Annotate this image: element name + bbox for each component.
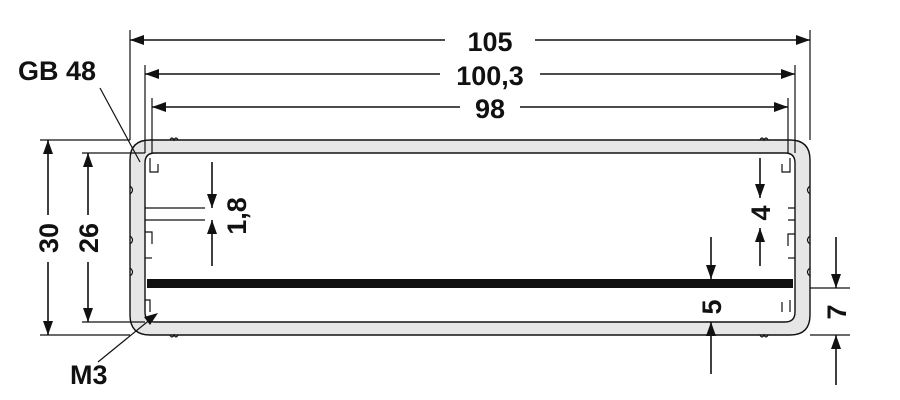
slot-gap-label: 1,8 [222,197,252,235]
pcb-offset-label: 5 [697,299,727,314]
dimension-pcb-offset: 5 [697,237,727,374]
dimension-width-overall: 105 [130,27,810,57]
height-inner-label: 26 [74,223,104,253]
left-wall-details [129,137,205,338]
right-wall-details [759,137,811,338]
dimension-width-mid: 100,3 [145,61,795,91]
dimension-width-inner: 98 [152,94,788,124]
leader-profile-name: GB 48 [18,56,141,163]
dimension-slot-gap: 1,8 [207,162,252,266]
width-overall-label: 105 [467,27,512,57]
dimension-height-overall: 30 [34,140,64,335]
pcb-bottom-label: 7 [822,304,852,319]
dimension-slot-gap-right: 4 [746,158,776,266]
width-inner-label: 98 [475,94,505,124]
profile-name-label: GB 48 [18,56,96,86]
extension-lines [40,30,850,336]
circuit-board [147,279,793,288]
dimension-pcb-bottom: 7 [822,237,852,385]
leader-screw: M3 [70,313,158,390]
width-mid-label: 100,3 [456,61,524,91]
dimension-height-inner: 26 [74,153,104,322]
screw-label: M3 [70,360,108,390]
slot-gap-right-label: 4 [746,205,776,220]
height-overall-label: 30 [34,223,64,253]
